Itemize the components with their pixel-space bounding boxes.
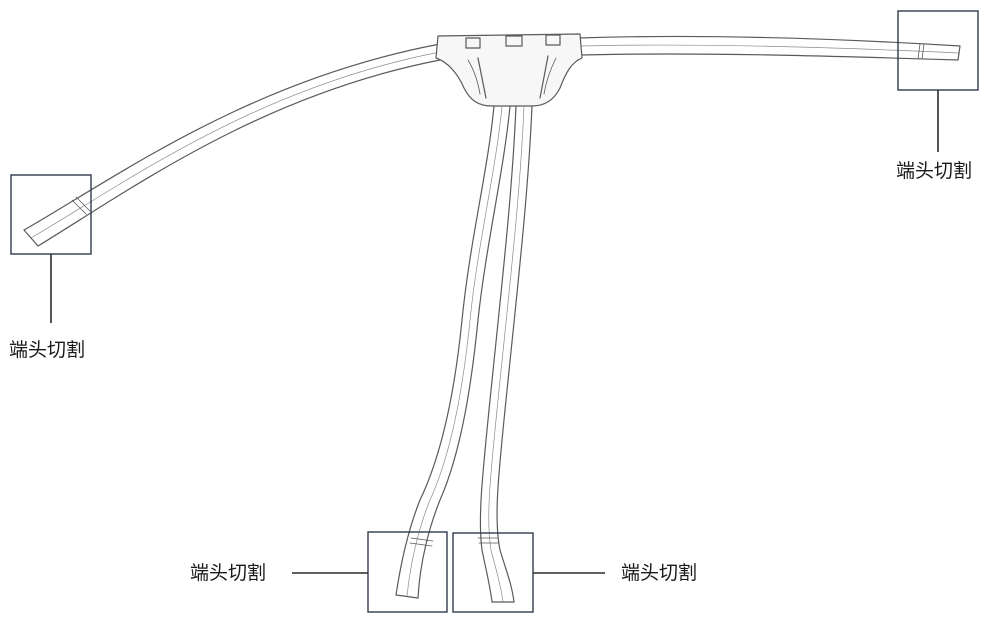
callout-label-top-right: 端头切割 (896, 160, 973, 182)
callout-label-left: 端头切割 (9, 339, 86, 361)
left-arm (23, 43, 441, 247)
callout-box-bottom-right (452, 532, 534, 613)
right-leg (477, 105, 533, 603)
callout-box-bottom-left (367, 531, 448, 613)
center-junction (435, 33, 583, 107)
right-arm (577, 35, 961, 61)
left-leg (395, 105, 511, 599)
callout-label-bottom-left: 端头切割 (190, 562, 267, 584)
callout-label-bottom-right: 端头切割 (621, 562, 698, 584)
